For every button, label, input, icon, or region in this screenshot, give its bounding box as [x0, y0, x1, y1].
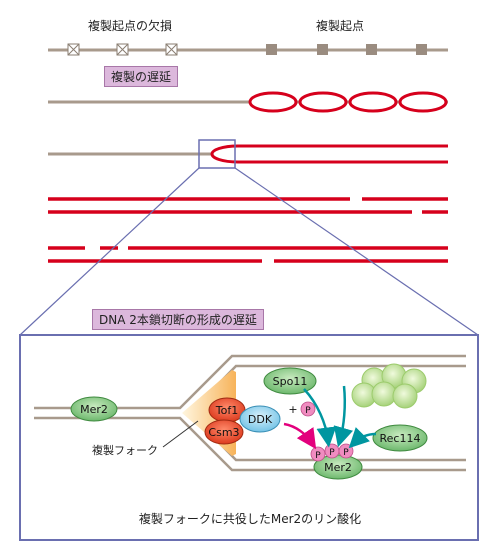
mer2-left-label: Mer2: [80, 403, 108, 416]
spo11-arrow-1: [303, 388, 337, 448]
fork-label: 複製フォーク: [92, 444, 158, 457]
origin-deleted-marker: [116, 43, 129, 56]
replication-delay-tag: 複製の遅延: [104, 66, 179, 87]
ddk-label: DDK: [248, 413, 273, 426]
origin-marker: [416, 44, 427, 55]
protein-cluster: [351, 363, 427, 409]
rec114-protein: [372, 424, 428, 452]
phosphate-label: P: [343, 448, 349, 458]
origin-label: 複製起点: [316, 19, 365, 33]
origin-deleted-label: 複製起点の欠損: [88, 19, 173, 33]
replication-bubble: [348, 91, 398, 113]
plus-sign: +: [288, 403, 297, 416]
merged-replicon: [210, 144, 448, 164]
zoom-guide-right: [234, 167, 479, 336]
spo11-arrow-2: [333, 385, 354, 448]
csm3-protein: [204, 419, 244, 445]
mer2-right-label: Mer2: [324, 461, 352, 474]
replication-bubble: [248, 91, 298, 113]
origin-marker: [317, 44, 328, 55]
tof1-label: Tof1: [215, 404, 238, 417]
zoom-guide-left: [19, 167, 200, 336]
phosphate-label: P: [329, 448, 335, 458]
origin-deleted-marker: [67, 43, 80, 56]
replication-bubble: [398, 91, 448, 113]
rec114-label: Rec114: [380, 432, 421, 445]
spo11-label: Spo11: [273, 375, 308, 388]
rec114-arrow: [348, 427, 377, 449]
replication-bubble: [298, 91, 348, 113]
caption: 複製フォークに共役したMer2のリン酸化: [138, 512, 362, 526]
phosphate-label: P: [305, 406, 311, 416]
replicated-chromatids-1: [48, 197, 448, 214]
spo11-protein: [263, 367, 317, 395]
ddk-arrow: [283, 422, 317, 450]
fork-pointer: [162, 420, 199, 448]
phosphate-icon: [300, 401, 316, 417]
origin-marker: [366, 44, 377, 55]
dsb-delay-tag: DNA 2本鎖切断の形成の遅延: [92, 309, 264, 330]
ddk-protein: [239, 405, 281, 433]
phosphate-label: P: [315, 451, 321, 461]
origin-deleted-marker: [165, 43, 178, 56]
csm3-label: Csm3: [208, 426, 239, 439]
zoom-box: [198, 139, 236, 169]
mer2-protein-left: [70, 396, 118, 422]
origin-marker: [266, 44, 277, 55]
replicated-chromatids-2: [48, 246, 448, 263]
